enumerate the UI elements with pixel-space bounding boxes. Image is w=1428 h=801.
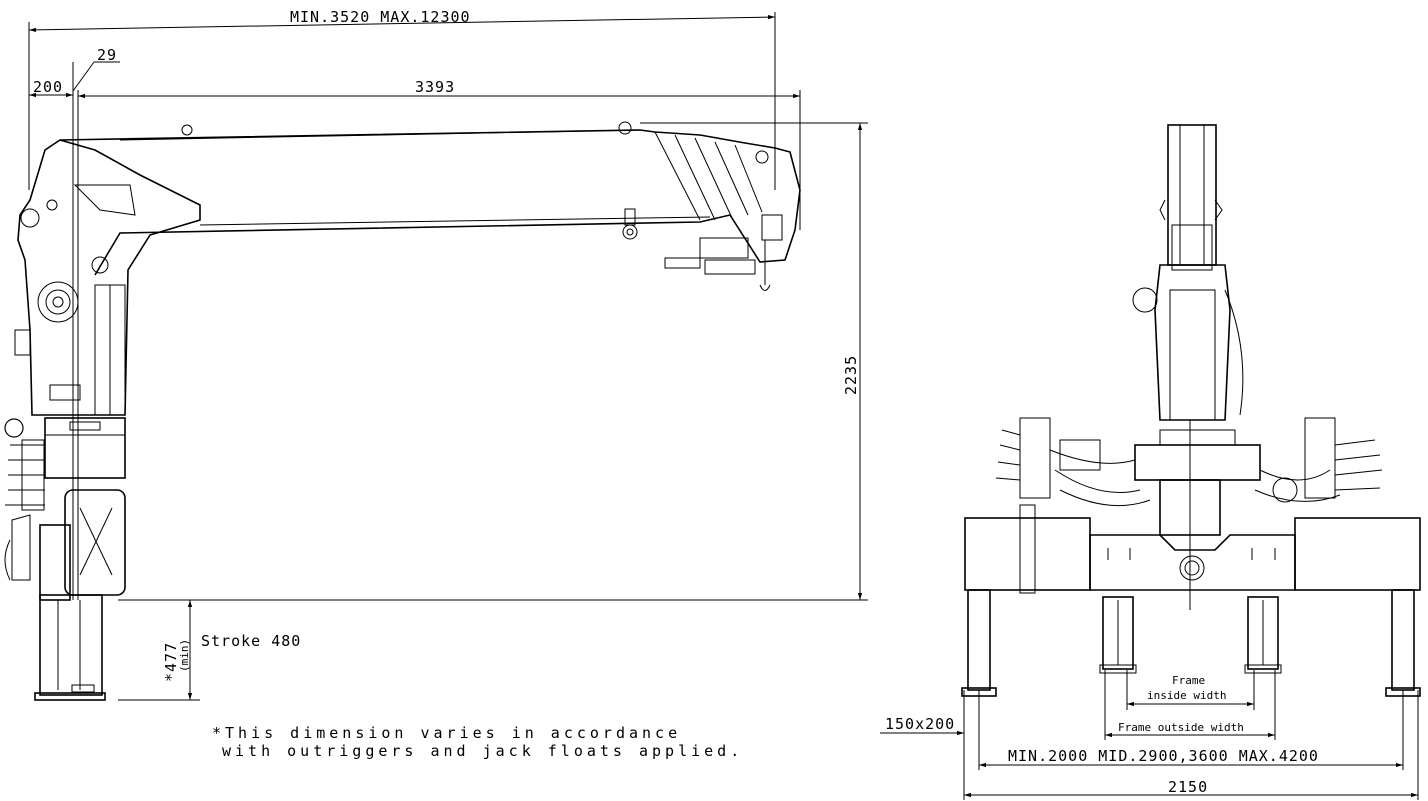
column [17, 139, 201, 416]
float-size-label: 150x200 [885, 715, 955, 733]
boom-length-label: 3393 [415, 78, 455, 96]
boom [59, 129, 801, 276]
min-height-label: *477 [162, 642, 180, 682]
min-height-qualifier: (min) [178, 639, 191, 672]
overall-length-dimension-line [28, 15, 776, 32]
rear-view-dimensions: Frame inside width Frame outside width 1… [880, 670, 1419, 800]
jack-float [34, 692, 106, 701]
side-view-dimensions: MIN.3520 MAX.12300 29 200 3393 2235 *477… [28, 8, 868, 701]
cross-beam [1089, 534, 1296, 591]
frame-outside-label: Frame outside width [1118, 721, 1244, 734]
offset-29-label: 29 [97, 46, 117, 64]
rear-column [1154, 264, 1231, 421]
note-line-2: with outriggers and jack floats applied. [222, 742, 743, 760]
rear-view-crane [961, 124, 1421, 697]
dimension-note: *This dimension varies in accordance wit… [212, 724, 743, 760]
height-label: 2235 [842, 355, 860, 395]
right-outrigger-box [1294, 517, 1421, 591]
frame-inside-label-2: inside width [1147, 689, 1226, 702]
turret [1134, 444, 1261, 481]
width-label: 2150 [1168, 778, 1208, 796]
rear-boom [1167, 124, 1217, 266]
stroke-label: Stroke 480 [201, 632, 301, 650]
left-outrigger-box [964, 517, 1091, 591]
note-line-1: *This dimension varies in accordance [212, 724, 681, 742]
outrigger-span-label: MIN.2000 MID.2900,3600 MAX.4200 [1008, 747, 1319, 765]
frame-inside-label-1: Frame [1172, 674, 1205, 687]
base-housing [44, 417, 126, 479]
side-view-crane [4, 121, 801, 701]
offset-200-label: 200 [33, 78, 63, 96]
outrigger-leg [39, 594, 103, 696]
overall-length-label: MIN.3520 MAX.12300 [290, 8, 471, 26]
